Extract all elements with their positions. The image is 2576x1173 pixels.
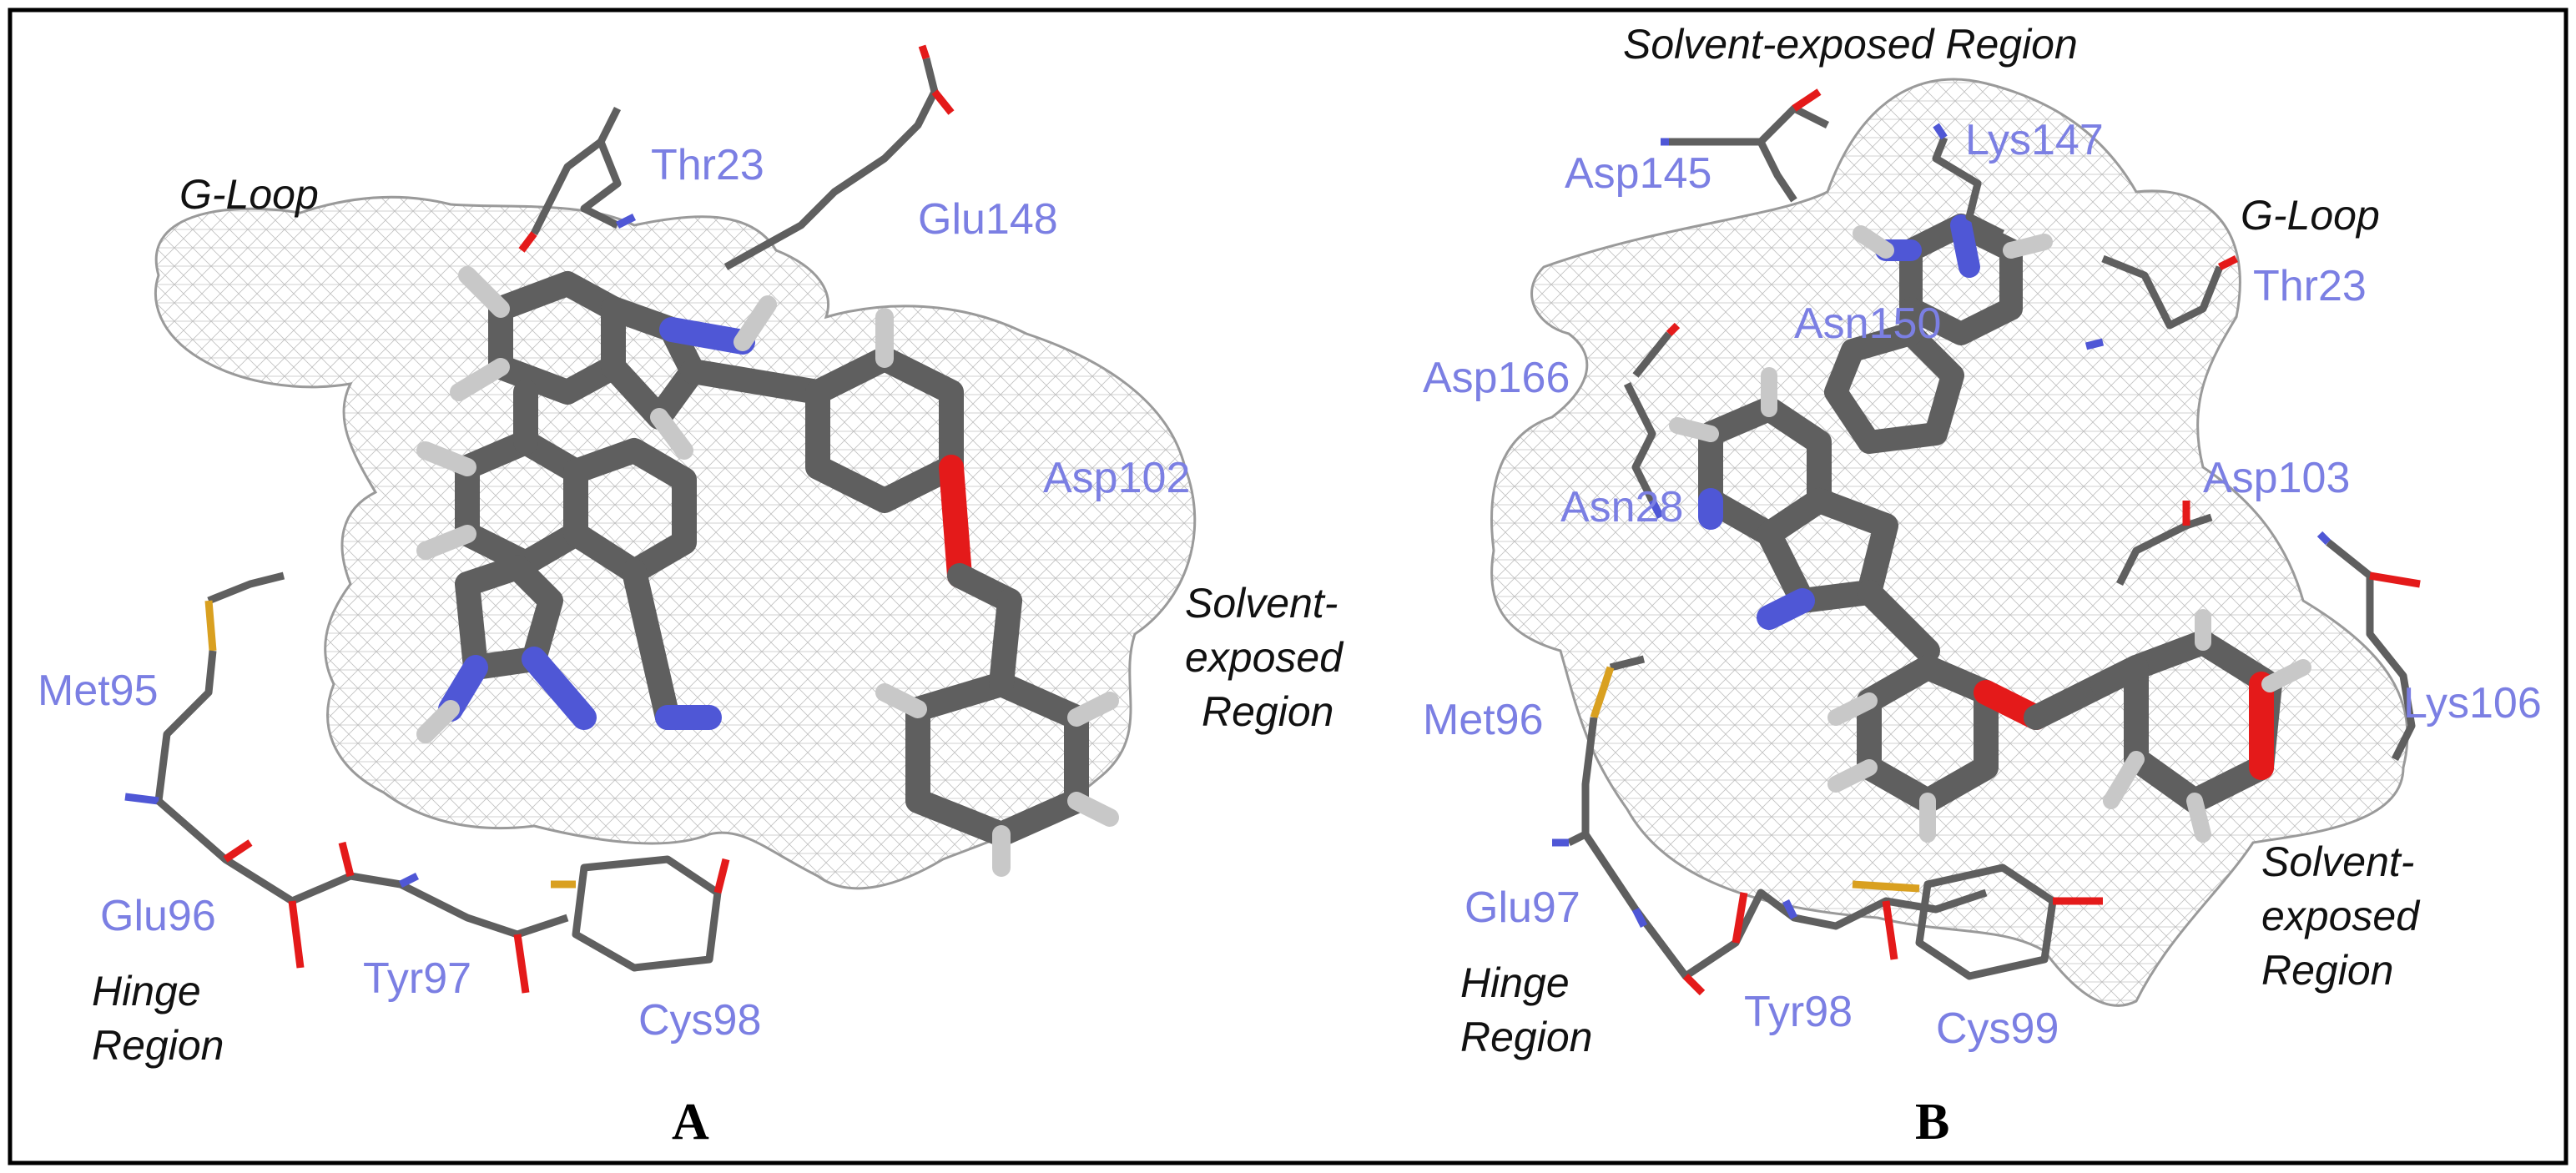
- panel-letter-b: B: [1915, 1094, 1949, 1150]
- solvent-label-b-line3: Region: [2261, 947, 2393, 994]
- solvent-label-a-line2: exposed: [1185, 634, 1344, 681]
- residue-label-lys147-b: Lys147: [1965, 116, 2104, 164]
- panel-a: G-Loop Thr23 Glu148 Asp102 Solvent- expo…: [38, 44, 1344, 1150]
- residue-label-cys98-a: Cys98: [638, 996, 761, 1045]
- solvent-label-a-line1: Solvent-: [1185, 580, 1338, 627]
- gloop-label-b: G-Loop: [2241, 192, 2380, 239]
- gloop-label-a: G-Loop: [179, 171, 319, 218]
- panel-b: Solvent-exposed Region Asp145 Lys147 G-L…: [1423, 21, 2542, 1150]
- residue-label-tyr98-b: Tyr98: [1744, 988, 1853, 1036]
- residue-label-met96-b: Met96: [1423, 696, 1544, 744]
- residue-label-asn28-b: Asn28: [1560, 483, 1683, 531]
- residue-label-glu148-a: Glu148: [918, 195, 1058, 244]
- residue-label-asp102-a: Asp102: [1043, 454, 1190, 502]
- residue-label-thr23-a: Thr23: [651, 141, 764, 189]
- residues-a: [124, 44, 955, 994]
- panel-letter-a: A: [672, 1094, 709, 1150]
- residue-label-asp145-b: Asp145: [1565, 149, 1711, 198]
- ligand-a: [416, 266, 1119, 877]
- hinge-label-a-line2: Region: [92, 1022, 224, 1069]
- residue-label-cys99-b: Cys99: [1936, 1004, 2059, 1053]
- residue-label-thr23-b: Thr23: [2253, 262, 2367, 310]
- residue-label-met95-a: Met95: [38, 667, 159, 715]
- solvent-label-a-line3: Region: [1202, 688, 1333, 735]
- residue-label-asp166-b: Asp166: [1423, 354, 1570, 402]
- residue-label-lys106-b: Lys106: [2403, 679, 2542, 727]
- hinge-label-b-line1: Hinge: [1460, 959, 1570, 1006]
- hinge-label-a-line1: Hinge: [92, 968, 201, 1014]
- residue-label-glu96-a: Glu96: [100, 892, 216, 940]
- residue-label-asn150-b: Asn150: [1794, 300, 1941, 348]
- residue-label-glu97-b: Glu97: [1464, 884, 1580, 932]
- pocket-surface-b: [1490, 78, 2409, 1007]
- residue-label-tyr97-a: Tyr97: [363, 954, 471, 1003]
- hinge-label-b-line2: Region: [1460, 1014, 1592, 1060]
- solvent-label-b-line1: Solvent-: [2261, 838, 2414, 885]
- solvent-label-b-line2: exposed: [2261, 893, 2421, 939]
- residues-b: [1552, 88, 2421, 996]
- residue-label-asp103-b: Asp103: [2203, 454, 2350, 502]
- ligand-b: [1669, 214, 2311, 843]
- solvent-top-label-b: Solvent-exposed Region: [1623, 21, 2078, 68]
